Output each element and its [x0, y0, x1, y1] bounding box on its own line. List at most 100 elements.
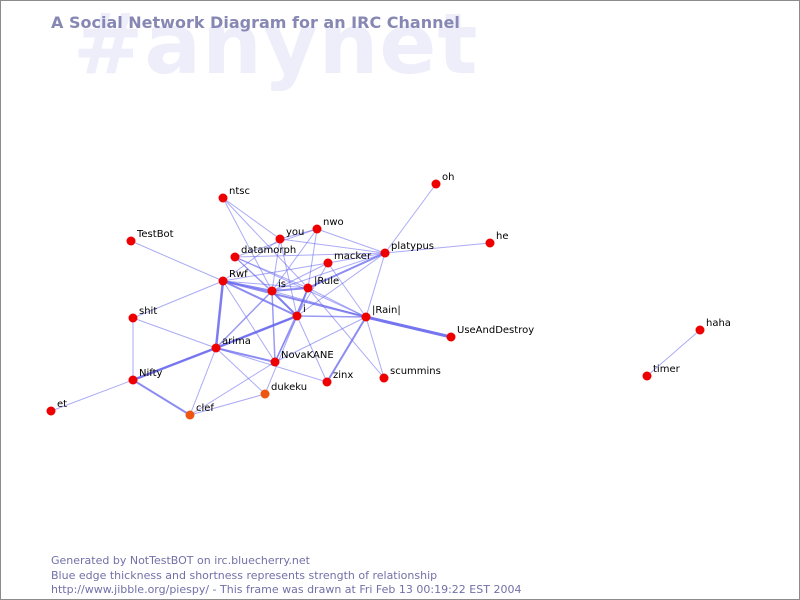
edge-arima-shit	[132, 317, 217, 349]
edge-ntsc-IRule	[222, 197, 309, 289]
node-dot[interactable]	[322, 377, 332, 387]
node-oh[interactable]: oh	[431, 172, 455, 189]
node-dot[interactable]	[126, 236, 136, 246]
node-dot[interactable]	[185, 410, 195, 420]
node-dot[interactable]	[380, 248, 390, 258]
footer: Generated by NotTestBOT on irc.bluecherr…	[51, 554, 521, 598]
node-datamorph[interactable]: datamorph	[230, 245, 297, 262]
edge-layer	[50, 183, 701, 416]
node-dot[interactable]	[695, 325, 705, 335]
edge-platypus-macker	[327, 252, 386, 264]
node-dot[interactable]	[292, 311, 302, 321]
node-is[interactable]: is	[267, 279, 287, 296]
node-haha[interactable]: haha	[695, 318, 731, 335]
node-label: shit	[139, 306, 157, 317]
edge-IRule-scummins	[307, 287, 385, 379]
edge-nwo-is	[271, 228, 318, 292]
node-dot[interactable]	[270, 357, 280, 367]
edge-is-IRule	[271, 287, 309, 292]
node-dot[interactable]	[642, 371, 652, 381]
node-dot[interactable]	[218, 276, 228, 286]
node-dot[interactable]	[128, 375, 138, 385]
node-dot[interactable]	[128, 313, 138, 323]
node-ntsc[interactable]: ntsc	[218, 186, 250, 203]
node-dot[interactable]	[46, 406, 56, 416]
node-Nifty[interactable]: Nifty	[128, 368, 163, 385]
node-IRule[interactable]: |Rule	[303, 276, 340, 293]
edge-TestBot-Rwf	[130, 240, 224, 282]
node-label: |Rain|	[372, 305, 401, 316]
node-zinx[interactable]: zinx	[322, 370, 354, 387]
node-dot[interactable]	[260, 389, 270, 399]
node-label: zinx	[333, 370, 353, 381]
node-dot[interactable]	[267, 286, 277, 296]
node-scummins[interactable]: scummins	[379, 366, 441, 383]
edge-he-platypus	[384, 242, 491, 254]
edge-arima-Nifty	[132, 346, 217, 382]
node-IRainI[interactable]: |Rain|	[361, 305, 401, 322]
edge-clef-NovaKANE	[189, 361, 276, 416]
node-et[interactable]: et	[46, 399, 68, 416]
edge-you-platypus	[279, 238, 386, 254]
node-label: et	[57, 399, 67, 410]
edge-i-zinx	[296, 315, 328, 383]
edge-Rwf-i	[222, 280, 298, 317]
node-dot[interactable]	[218, 193, 228, 203]
node-NovaKANE[interactable]: NovaKANE	[270, 350, 334, 367]
node-macker[interactable]: macker	[323, 251, 372, 268]
edge-platypus-i	[296, 252, 386, 317]
edge-nwo-datamorph	[234, 228, 318, 258]
edge-Rwf-IRule	[222, 280, 309, 289]
footer-source-link[interactable]: http://www.jibble.org/piespy/ - This fra…	[51, 583, 522, 596]
edge-macker-Rwf	[222, 262, 329, 282]
node-dot[interactable]	[211, 343, 221, 353]
node-label: UseAndDestroy	[457, 325, 534, 336]
node-label: timer	[653, 364, 681, 375]
edge-oh-platypus	[384, 183, 437, 254]
node-dot[interactable]	[312, 224, 322, 234]
edge-Rwf-shit	[132, 280, 224, 319]
node-dot[interactable]	[230, 252, 240, 262]
node-timer[interactable]: timer	[642, 364, 681, 381]
node-label: |Rule	[314, 276, 339, 287]
diagram-title: A Social Network Diagram for an IRC Chan…	[51, 13, 460, 32]
node-label: Nifty	[139, 368, 163, 379]
node-dot[interactable]	[275, 234, 285, 244]
edge-you-i	[279, 238, 298, 317]
node-dot[interactable]	[361, 312, 371, 322]
node-label: macker	[334, 251, 372, 262]
edge-Rwf-IRainI	[222, 280, 367, 318]
node-dot[interactable]	[303, 283, 313, 293]
node-dukeku[interactable]: dukeku	[260, 382, 308, 399]
edge-you-Rwf	[222, 238, 281, 282]
node-dot[interactable]	[323, 258, 333, 268]
node-i[interactable]: i	[292, 304, 306, 321]
edge-IRainI-zinx	[326, 316, 367, 383]
node-UseAndDestroy[interactable]: UseAndDestroy	[446, 325, 535, 342]
node-nwo[interactable]: nwo	[312, 217, 344, 234]
node-dot[interactable]	[379, 373, 389, 383]
edge-IRainI-scummins	[365, 316, 385, 379]
node-he[interactable]: he	[485, 231, 509, 248]
node-dot[interactable]	[446, 332, 456, 342]
edge-i-dukeku	[264, 315, 298, 395]
node-dot[interactable]	[431, 179, 441, 189]
node-platypus[interactable]: platypus	[380, 241, 435, 258]
node-clef[interactable]: clef	[185, 403, 215, 420]
edge-ntsc-is	[222, 197, 273, 292]
edge-i-IRainI	[296, 315, 367, 318]
edge-you-is	[271, 238, 281, 292]
edge-arima-dukeku	[215, 347, 266, 395]
node-you[interactable]: you	[275, 227, 305, 244]
node-label: you	[286, 227, 304, 238]
node-shit[interactable]: shit	[128, 306, 158, 323]
node-Rwf[interactable]: Rwf	[218, 269, 249, 286]
node-arima[interactable]: arima	[211, 336, 251, 353]
node-dot[interactable]	[485, 238, 495, 248]
edge-IRule-IRainI	[307, 287, 367, 318]
edge-Rwf-NovaKANE	[222, 280, 276, 363]
node-TestBot[interactable]: TestBot	[126, 229, 174, 246]
node-label: haha	[706, 318, 731, 329]
